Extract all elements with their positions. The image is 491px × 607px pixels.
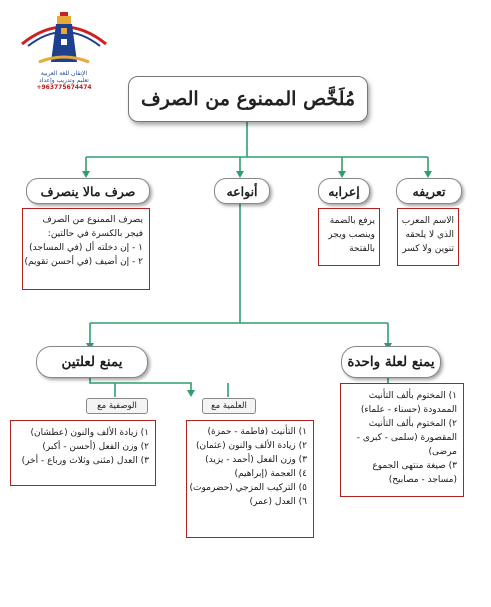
proper-noun-line: ٣) وزن الفعل (أحمد - يزيد) <box>205 454 307 465</box>
inflection-line: ١ - إن دخلته أل (في المساجد) <box>29 242 143 253</box>
proper-noun-box: ١) التأنيث (فاطمة - حمزة) ٢) زيادة الألف… <box>186 420 314 538</box>
two-causes-pill: يمنع لعلتين <box>36 346 148 378</box>
one-cause-line: الممدودة (حسناء - علماء) <box>360 404 457 415</box>
parsing-box: يرفع بالضمة وينصب ويجر بالفتحة <box>318 208 380 266</box>
logo-tagline: تعليم وتدريب وإعداد <box>39 77 89 84</box>
proper-noun-line: ٢) زيادة الألف والنون (عثمان) <box>195 440 307 451</box>
proper-noun-line: ٥) التركيب المزجي (حضرموت) <box>189 482 307 493</box>
proper-noun-tag: العلمية مع <box>202 398 256 414</box>
lighthouse-logo-icon <box>21 12 107 64</box>
proper-noun-line: ١) التأنيث (فاطمة - حمزة) <box>207 427 307 437</box>
one-cause-line: المقصورة (سلمى - كبرى - <box>356 432 457 443</box>
two-causes-bracket <box>89 374 192 393</box>
one-cause-line: ٢) المختوم بألف التأنيث <box>368 418 457 429</box>
logo-name: الإتقان للغة العربية <box>40 70 88 77</box>
inflection-box: يصرف الممنوع من الصرف فيجر بالكسرة في حا… <box>22 208 150 290</box>
inflection-line: يصرف الممنوع من الصرف <box>42 215 143 225</box>
one-cause-line: (مساجد - مصابيح) <box>388 474 457 485</box>
logo: الإتقان للغة العربية تعليم وتدريب وإعداد… <box>14 6 114 94</box>
adjective-line: ١) زيادة الألف والنون (عطشان) <box>30 428 149 438</box>
inflection-pill: صرف مالا ينصرف <box>26 178 150 204</box>
inflection-line: فيجر بالكسرة في حالتين: <box>47 228 143 239</box>
definition-box: الاسم المعرب الذي لا يلحقه تنوين ولا كسر <box>397 208 459 266</box>
one-cause-box: ١) المختوم بألف التأنيث الممدودة (حسناء … <box>340 383 464 497</box>
definition-pill: تعريفه <box>396 178 462 204</box>
adjective-box: ١) زيادة الألف والنون (عطشان) ٢) وزن الف… <box>10 420 156 486</box>
parsing-pill: إعرابه <box>318 178 370 204</box>
definition-line: الذي لا يلحقه <box>405 229 454 240</box>
parsing-line: يرفع بالضمة <box>329 216 375 226</box>
one-cause-line: ١) المختوم بألف التأنيث <box>368 391 457 401</box>
one-cause-pill: يمنع لعلة واحدة <box>341 346 441 378</box>
types-pill: أنواعه <box>214 178 270 204</box>
page-title: مُلَخَّص الممنوع من الصرف <box>128 76 368 122</box>
one-cause-line: ٣) صيغة منتهى الجموع <box>372 460 457 471</box>
definition-line: تنوين ولا كسر <box>402 243 454 254</box>
definition-line: الاسم المعرب <box>401 216 454 226</box>
adjective-line: ٢) وزن الفعل (أحسن - أكبر) <box>42 441 149 452</box>
proper-noun-line: ٤) العجمة (إبراهيم) <box>234 468 307 479</box>
adjective-tag: الوصفية مع <box>86 398 148 414</box>
parsing-line: بالفتحة <box>349 243 375 254</box>
adjective-line: ٣) العدل (مثنى وثلاث ورباع - أخر) <box>21 455 149 466</box>
parsing-line: وينصب ويجر <box>328 229 375 240</box>
proper-noun-line: ٦) العدل (عمر) <box>249 496 308 507</box>
inflection-line: ٢ - إن أضيف (في أحسن تقويم) <box>24 256 143 267</box>
logo-phone: +963775674474 <box>36 84 92 91</box>
one-cause-line: مرضى) <box>428 446 457 457</box>
